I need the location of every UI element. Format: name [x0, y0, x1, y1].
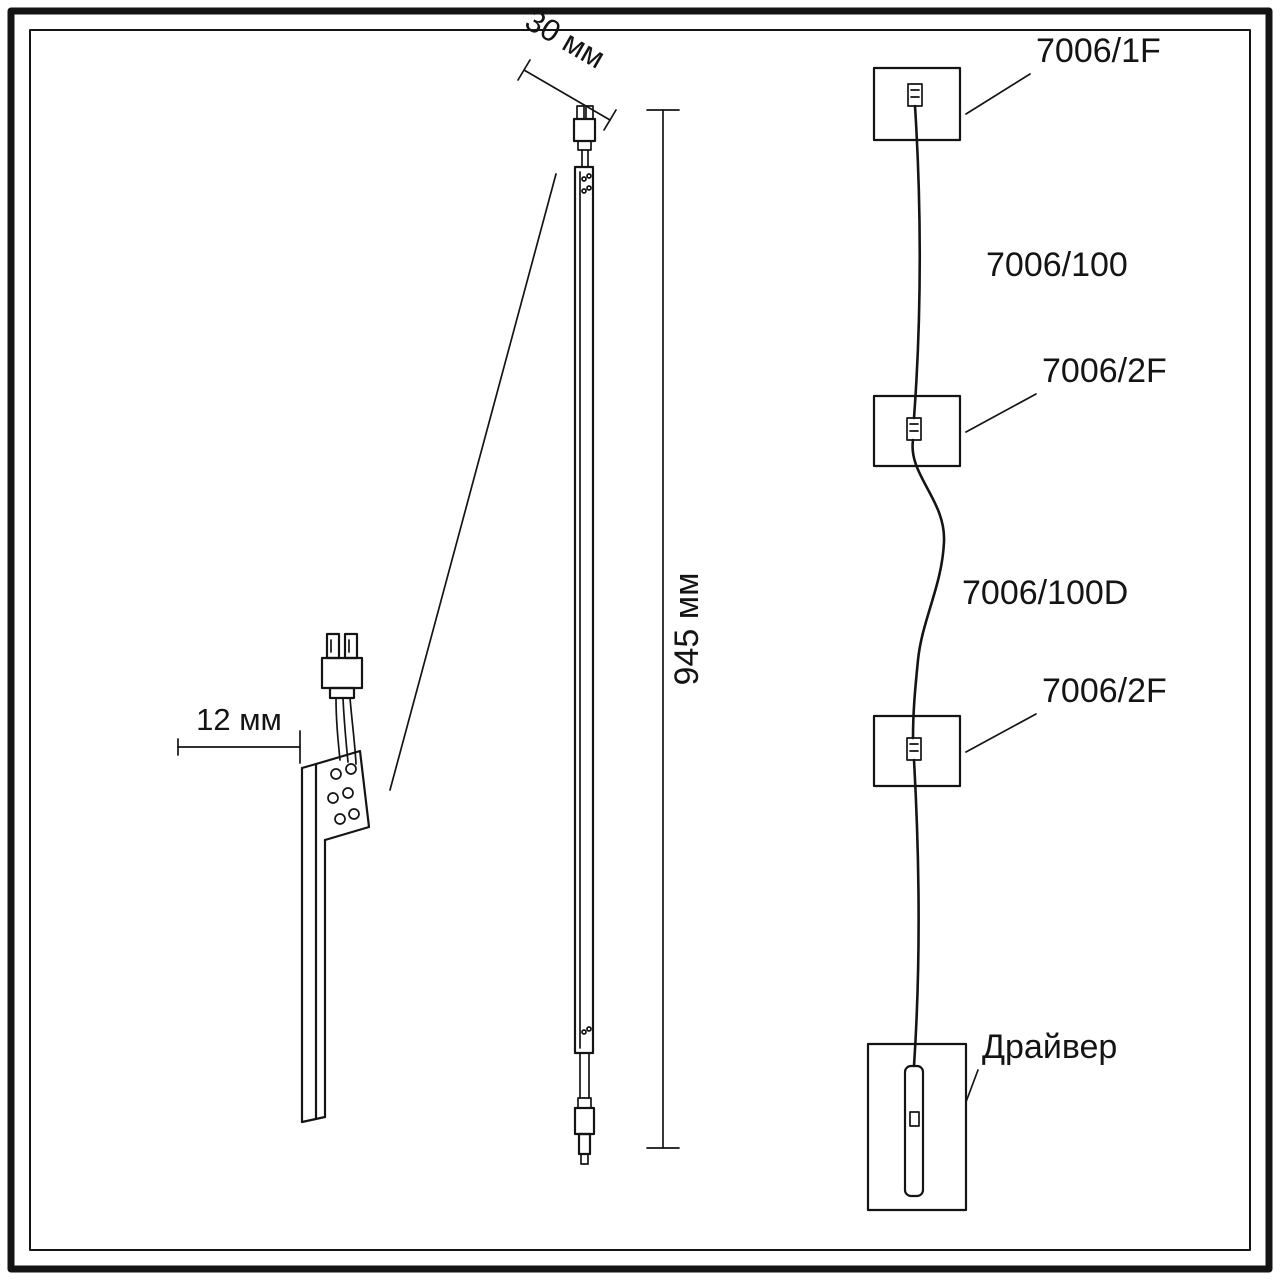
plate-hole [348, 808, 360, 820]
plate-hole [334, 813, 346, 825]
strip-top-connector-body [572, 117, 597, 143]
strip-bottom-connector-tip [577, 1132, 592, 1156]
leader-coupler-bottom [965, 713, 1037, 753]
schematic-box-coupler-bottom [872, 714, 962, 788]
strip-top-connector-collar [577, 140, 592, 151]
detail-connector-prong-right [343, 632, 359, 660]
part-label-extension-cable: 7006/100 [986, 246, 1128, 284]
dim-12-label: 12 мм [196, 702, 282, 737]
detail-strip-top-edge [300, 762, 318, 770]
wire-flex-cable [911, 438, 946, 740]
part-label-coupler-bottom: 7006/2F [1042, 672, 1167, 710]
part-label-flex-cable: 7006/100D [962, 574, 1128, 612]
wire-extension-cable [912, 104, 922, 420]
strip-bottom-connector-body [573, 1106, 596, 1136]
leader-coupler-top [965, 393, 1037, 433]
strip-hole [581, 176, 587, 182]
coupler-bottom-connector [906, 737, 922, 761]
detail-view: 12 мм [177, 173, 557, 1124]
strip-top-connector-pin-left [576, 105, 585, 120]
page-frame [7, 7, 1273, 1273]
leader-driver [965, 1069, 979, 1103]
main-strip: 30 мм 945 мм [517, 2, 706, 1165]
coupler-top-connector [906, 417, 922, 441]
driver-connector [909, 1111, 920, 1127]
strip-hole [586, 1026, 592, 1032]
dim-30-line [523, 69, 611, 121]
dim-945-label: 945 мм [668, 573, 706, 686]
plate-hole [345, 763, 357, 775]
detail-wire-3 [349, 697, 357, 765]
detail-wire-1 [335, 697, 341, 761]
plate-hole [327, 792, 339, 804]
strip-hole [586, 185, 592, 191]
inner-border [29, 29, 1251, 1251]
schematic: 7006/1F 7006/100 7006/2F 7006/100D 7006/… [866, 32, 1167, 1212]
driver-unit [903, 1064, 925, 1198]
part-label-coupler-top: 7006/2F [1042, 352, 1167, 390]
part-label-driver: Драйвер [982, 1028, 1117, 1066]
end-feed-connector [907, 83, 923, 107]
detail-connector-prong-left [325, 632, 341, 660]
detail-connector-collar [328, 686, 356, 700]
detail-mounting-plate [314, 749, 371, 842]
strip-bottom-connector-end [580, 1153, 589, 1165]
plate-hole [330, 768, 342, 780]
strip-hole [581, 188, 587, 194]
detail-leader-line [389, 173, 557, 791]
part-label-end-feed: 7006/1F [1036, 32, 1161, 70]
dim-30-tick-right [603, 109, 617, 131]
strip-hole [581, 1029, 587, 1035]
detail-wire-2 [342, 697, 349, 763]
detail-connector-body [320, 656, 364, 690]
leader-end-feed [965, 73, 1031, 115]
dim-30-tick-left [517, 59, 531, 81]
strip-hole [586, 173, 592, 179]
strip-profile-body [573, 165, 595, 1055]
plate-hole [342, 787, 354, 799]
strip-bottom-connector-collar [577, 1097, 592, 1109]
schematic-box-driver [866, 1042, 968, 1212]
outer-border [7, 7, 1273, 1273]
wire-to-driver [912, 758, 920, 1068]
detail-strip-bottom-edge [300, 1115, 327, 1124]
